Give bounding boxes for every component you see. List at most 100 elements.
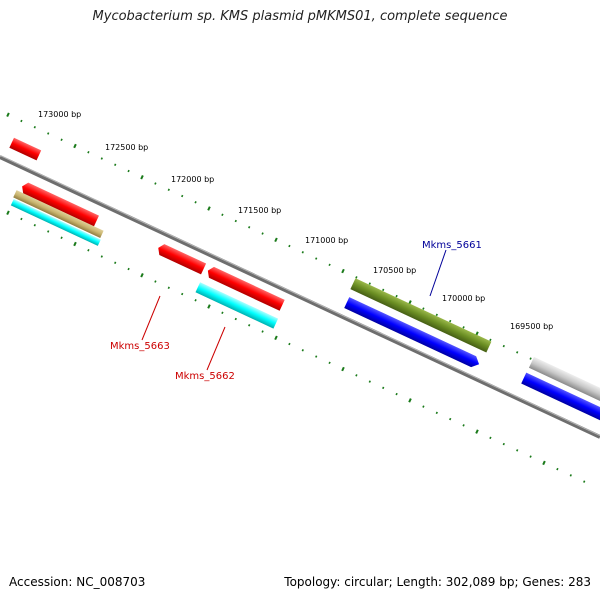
outer-tick-mark bbox=[221, 213, 224, 217]
inner-tick-mark bbox=[328, 361, 331, 365]
map-title: Mycobacterium sp. KMS plasmid pMKMS01, c… bbox=[92, 9, 508, 24]
gene-label-mkms5663[interactable]: Mkms_5663 bbox=[110, 341, 170, 352]
leader-mkms5662 bbox=[206, 326, 226, 371]
backbone-line bbox=[0, 155, 600, 439]
inner-tick-mark bbox=[529, 455, 532, 458]
outer-tick-mark bbox=[47, 132, 50, 135]
inner-tick-mark bbox=[516, 449, 519, 452]
gene-feature-tan[interactable] bbox=[13, 190, 104, 239]
inner-tick-mark bbox=[288, 342, 291, 346]
inner-tick-mark bbox=[382, 386, 385, 390]
gene-feature-red-long[interactable] bbox=[205, 265, 285, 311]
gene-feature-gray[interactable] bbox=[528, 356, 600, 402]
gene-feature-blue-right[interactable] bbox=[521, 372, 600, 422]
inner-tick-mark bbox=[341, 366, 345, 372]
tick-label-169500: 169500 bp bbox=[510, 322, 553, 331]
inner-tick-mark bbox=[6, 210, 10, 215]
outer-tick-mark bbox=[6, 112, 10, 117]
gene-feature-mkms5662[interactable] bbox=[195, 282, 279, 329]
outer-tick-mark bbox=[194, 201, 197, 204]
topology-text: Topology: circular; Length: 302,089 bp; … bbox=[284, 575, 591, 589]
tick-label-173000: 173000 bp bbox=[38, 110, 81, 119]
leader-mkms5661 bbox=[429, 249, 447, 297]
inner-tick-mark bbox=[422, 405, 425, 408]
inner-tick-mark bbox=[261, 330, 264, 333]
inner-tick-mark bbox=[167, 286, 170, 290]
outer-tick-mark bbox=[261, 232, 264, 235]
outer-tick-mark bbox=[181, 194, 184, 198]
inner-tick-mark bbox=[194, 299, 197, 302]
inner-tick-mark bbox=[462, 424, 465, 427]
inner-tick-mark bbox=[60, 236, 63, 239]
gene-feature-red[interactable] bbox=[9, 137, 42, 161]
accession-text: Accession: NC_008703 bbox=[9, 575, 146, 589]
gene-label-mkms5661[interactable]: Mkms_5661 bbox=[422, 240, 482, 251]
outer-tick-mark bbox=[395, 294, 398, 298]
inner-tick-mark bbox=[114, 261, 117, 265]
outer-tick-mark bbox=[248, 226, 251, 229]
inner-tick-mark bbox=[87, 249, 90, 252]
outer-tick-mark bbox=[127, 169, 130, 173]
outer-tick-mark bbox=[422, 307, 425, 310]
gene-feature-cyan-left[interactable] bbox=[10, 198, 101, 246]
inner-tick-mark bbox=[569, 474, 572, 477]
gene-label-mkms5662[interactable]: Mkms_5662 bbox=[175, 371, 235, 382]
outer-tick-mark bbox=[167, 188, 170, 192]
outer-tick-mark bbox=[274, 237, 278, 243]
inner-tick-mark bbox=[355, 374, 358, 377]
outer-tick-mark bbox=[100, 157, 103, 160]
inner-tick-mark bbox=[475, 429, 479, 434]
inner-tick-mark bbox=[207, 304, 211, 309]
inner-tick-mark bbox=[100, 255, 103, 258]
backbone-highlight bbox=[0, 155, 600, 436]
inner-tick-mark bbox=[20, 217, 23, 221]
tick-label-170000: 170000 bp bbox=[442, 294, 485, 303]
outer-tick-mark bbox=[20, 119, 23, 123]
inner-tick-mark bbox=[583, 480, 586, 483]
inner-tick-mark bbox=[315, 355, 318, 358]
inner-tick-mark bbox=[489, 436, 492, 440]
inner-tick-mark bbox=[234, 317, 237, 321]
inner-tick-track bbox=[6, 210, 586, 483]
outer-tick-mark bbox=[529, 357, 532, 360]
inner-tick-mark bbox=[140, 273, 144, 278]
outer-tick-mark bbox=[114, 163, 117, 167]
inner-tick-mark bbox=[449, 417, 452, 421]
tick-label-170500: 170500 bp bbox=[373, 266, 416, 275]
outer-tick-mark bbox=[234, 219, 237, 223]
inner-tick-mark bbox=[154, 280, 157, 283]
outer-tick-mark bbox=[516, 351, 519, 354]
inner-tick-mark bbox=[47, 230, 50, 233]
tick-label-171000: 171000 bp bbox=[305, 236, 348, 245]
tick-label-172500: 172500 bp bbox=[105, 143, 148, 152]
inner-tick-mark bbox=[248, 324, 251, 327]
tick-label-171500: 171500 bp bbox=[238, 206, 281, 215]
gene-feature-mkms5661[interactable] bbox=[350, 278, 492, 353]
inner-tick-mark bbox=[221, 311, 224, 315]
outer-tick-mark bbox=[328, 263, 331, 267]
outer-tick-mark bbox=[87, 151, 90, 154]
outer-tick-mark bbox=[315, 257, 318, 260]
inner-tick-mark bbox=[181, 292, 184, 296]
inner-tick-mark bbox=[435, 411, 438, 415]
gene-feature-blue[interactable] bbox=[344, 297, 481, 370]
outer-tick-mark bbox=[435, 313, 438, 317]
outer-tick-mark bbox=[449, 319, 452, 323]
inner-tick-mark bbox=[556, 467, 559, 471]
outer-tick-mark bbox=[368, 282, 371, 285]
inner-tick-mark bbox=[408, 398, 412, 403]
inner-tick-mark bbox=[502, 442, 505, 446]
tick-label-172000: 172000 bp bbox=[171, 175, 214, 184]
inner-tick-mark bbox=[301, 349, 304, 352]
outer-tick-mark bbox=[355, 276, 358, 279]
inner-tick-mark bbox=[127, 267, 130, 271]
outer-tick-mark bbox=[207, 206, 211, 211]
inner-tick-mark bbox=[368, 380, 371, 383]
outer-tick-mark bbox=[60, 138, 63, 141]
inner-tick-mark bbox=[33, 223, 36, 227]
gene-feature-red-arrow[interactable] bbox=[20, 181, 99, 227]
gene-feature-mkms5663[interactable] bbox=[156, 242, 207, 275]
outer-tick-mark bbox=[140, 175, 144, 180]
outer-tick-mark bbox=[462, 326, 465, 329]
